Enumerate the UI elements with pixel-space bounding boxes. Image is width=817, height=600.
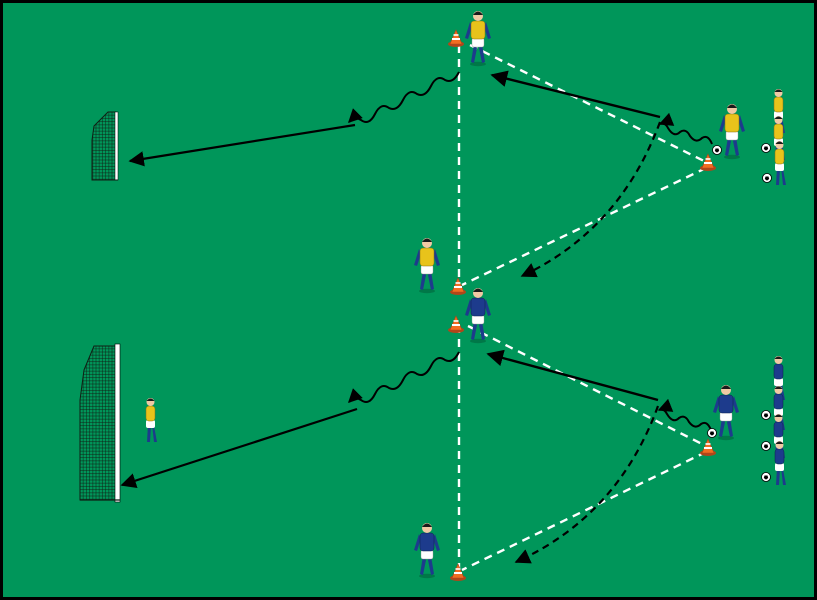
- shot-arrow-top: [128, 123, 356, 167]
- large-goal-icon: [79, 343, 121, 503]
- cone-icon: [449, 277, 467, 296]
- dribble-arrow-bottom-right: [657, 398, 712, 431]
- dashed-line-cone-to-mid: [461, 166, 707, 287]
- shot-arrow-bottom: [120, 407, 358, 489]
- small-goal-icon: [91, 111, 119, 181]
- ball-icon: [761, 472, 771, 482]
- player-icon: [718, 103, 746, 160]
- player-icon: [774, 440, 787, 486]
- pass-arrow-top: [490, 70, 661, 119]
- cone-icon: [699, 438, 717, 457]
- ball-icon: [762, 173, 772, 183]
- drill-top: [91, 10, 787, 296]
- ball-icon: [707, 428, 717, 438]
- ball-icon: [712, 145, 722, 155]
- curved-run-arrow-bottom: [514, 405, 660, 564]
- dribble-arrow-bottom: [348, 351, 460, 403]
- dashed-line-top-to-cone: [467, 324, 707, 448]
- player-icon: [774, 140, 787, 186]
- dribble-arrow-top: [348, 71, 460, 123]
- cone-icon: [447, 315, 465, 334]
- cone-icon: [449, 563, 467, 582]
- dashed-line-top-to-cone: [469, 43, 707, 164]
- player-icon: [145, 397, 158, 443]
- dribble-arrow-top-right: [658, 112, 713, 145]
- ball-icon: [761, 441, 771, 451]
- ball-icon: [761, 410, 771, 420]
- curved-run-arrow-top: [520, 121, 662, 278]
- player-icon: [413, 522, 441, 579]
- pass-arrow-bottom: [486, 349, 659, 402]
- cone-icon: [699, 153, 717, 172]
- ball-icon: [761, 143, 771, 153]
- player-icon: [464, 10, 492, 67]
- player-icon: [712, 384, 740, 441]
- dashed-line-cone-to-bottom: [461, 450, 707, 572]
- drill-bottom: [79, 287, 787, 582]
- player-icon: [413, 237, 441, 294]
- cone-icon: [447, 29, 465, 48]
